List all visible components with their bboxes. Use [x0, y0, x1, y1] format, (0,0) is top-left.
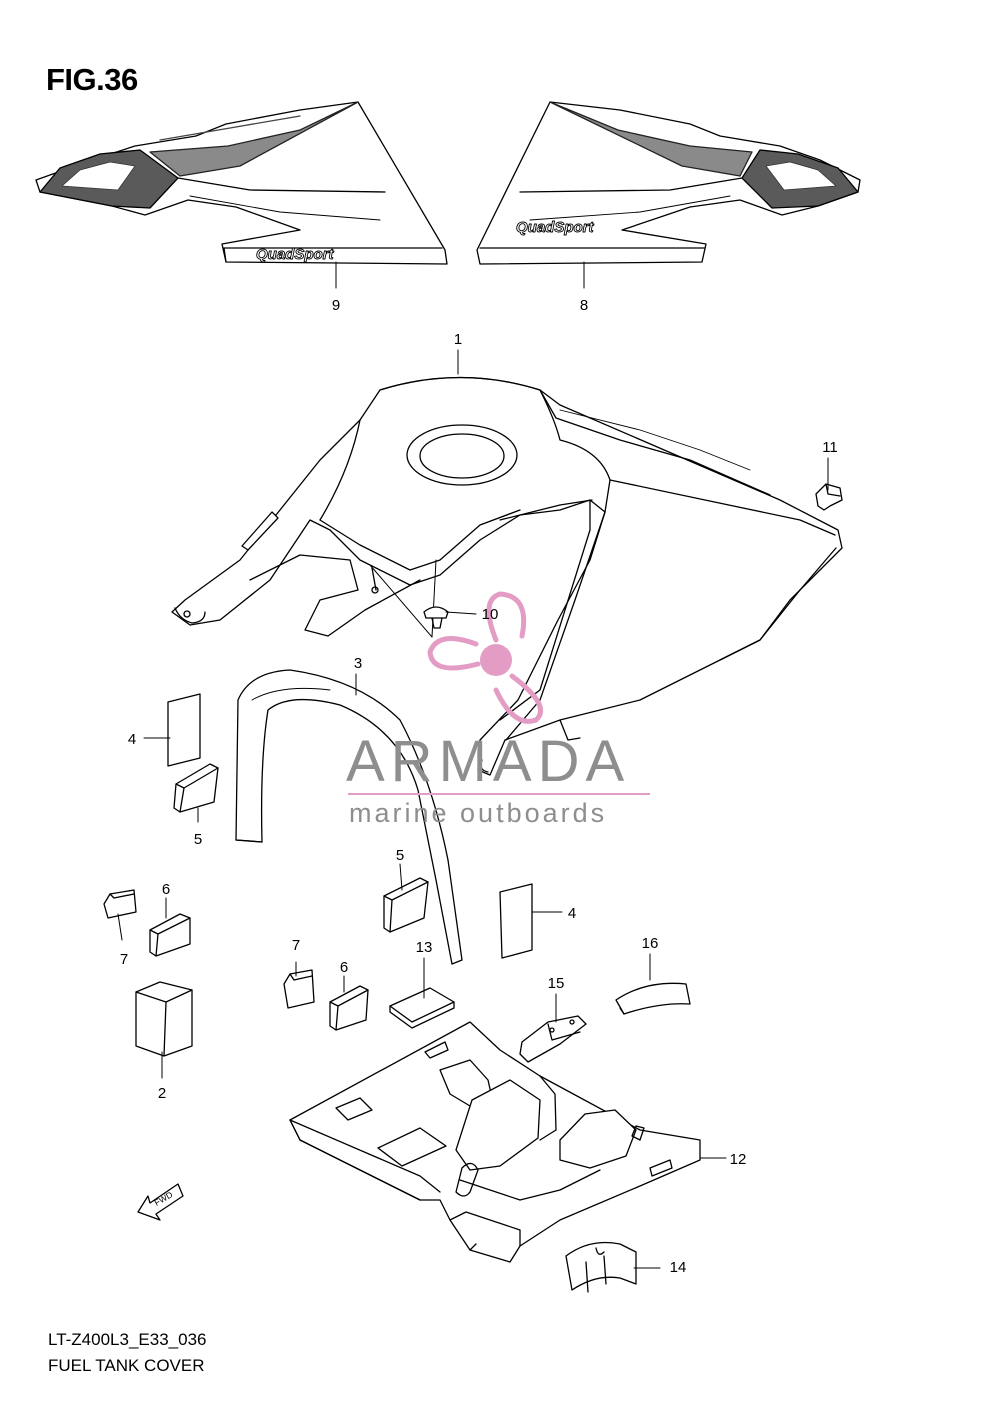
- decal-right-part-8: QuadSport: [476, 101, 861, 265]
- callout-15: 15: [548, 975, 565, 992]
- pad-part-4-left: [167, 693, 201, 767]
- block-part-6-left: [149, 913, 191, 957]
- block-part-2: [135, 981, 193, 1057]
- pad-part-13: [389, 987, 455, 1029]
- clip-part-10: [423, 606, 449, 629]
- floor-panel-part-12: [289, 1021, 701, 1263]
- callout-14: 14: [670, 1259, 687, 1276]
- callout-4-right: 4: [568, 905, 576, 922]
- figure-title: FIG.36: [46, 62, 138, 97]
- pad-part-5-center: [383, 877, 429, 933]
- rivet-part-11: [815, 483, 843, 511]
- cover-part-16: [615, 982, 691, 1015]
- callout-6-center: 6: [340, 959, 348, 976]
- pad-part-5-left: [173, 763, 219, 813]
- callout-11: 11: [822, 439, 838, 456]
- watermark-brand: ARMADA: [346, 729, 631, 794]
- svg-text:QuadSport: QuadSport: [516, 219, 595, 236]
- callout-5-left: 5: [194, 831, 202, 848]
- watermark-divider: [348, 793, 650, 795]
- fuel-tank-cover-part-1: [171, 376, 843, 776]
- callouts: 1 2 3 4 4 5 5 6 6 7 7 8 9 10 11 12 13 14…: [120, 297, 838, 1276]
- bracket-part-15: [519, 1015, 587, 1063]
- callout-4-left: 4: [128, 731, 136, 748]
- callout-6-left: 6: [162, 881, 170, 898]
- callout-7-left: 7: [120, 951, 128, 968]
- callout-8: 8: [580, 297, 588, 314]
- callout-5-center: 5: [396, 847, 404, 864]
- decal-right-logo: QuadSport: [516, 219, 595, 237]
- guard-part-14: [565, 1241, 637, 1293]
- block-part-6-center: [329, 985, 369, 1031]
- propeller-icon: [427, 591, 543, 724]
- pad-part-4-right: [499, 883, 533, 959]
- callout-7-center: 7: [292, 937, 300, 954]
- callout-10: 10: [482, 606, 499, 623]
- model-code: LT-Z400L3_E33_036: [48, 1330, 207, 1349]
- figure-caption: FUEL TANK COVER: [48, 1356, 205, 1375]
- callout-13: 13: [416, 939, 433, 956]
- callout-9: 9: [332, 297, 340, 314]
- arch-pad-part-3: [235, 669, 463, 965]
- forward-direction-arrow: FWD: [137, 1183, 184, 1221]
- decal-left-part-9: QuadSport: [35, 101, 448, 265]
- block-part-7-left: [103, 889, 137, 919]
- callout-2: 2: [158, 1085, 166, 1102]
- callout-1: 1: [454, 331, 462, 348]
- decal-left-logo: QuadSport: [256, 246, 335, 264]
- block-part-7-center: [283, 969, 315, 1009]
- watermark-tagline: marine outboards: [349, 798, 608, 828]
- callout-12: 12: [730, 1151, 747, 1168]
- callout-16: 16: [642, 935, 659, 952]
- svg-text:QuadSport: QuadSport: [256, 246, 335, 263]
- callout-3: 3: [354, 655, 362, 672]
- leader-lines: [117, 261, 829, 1269]
